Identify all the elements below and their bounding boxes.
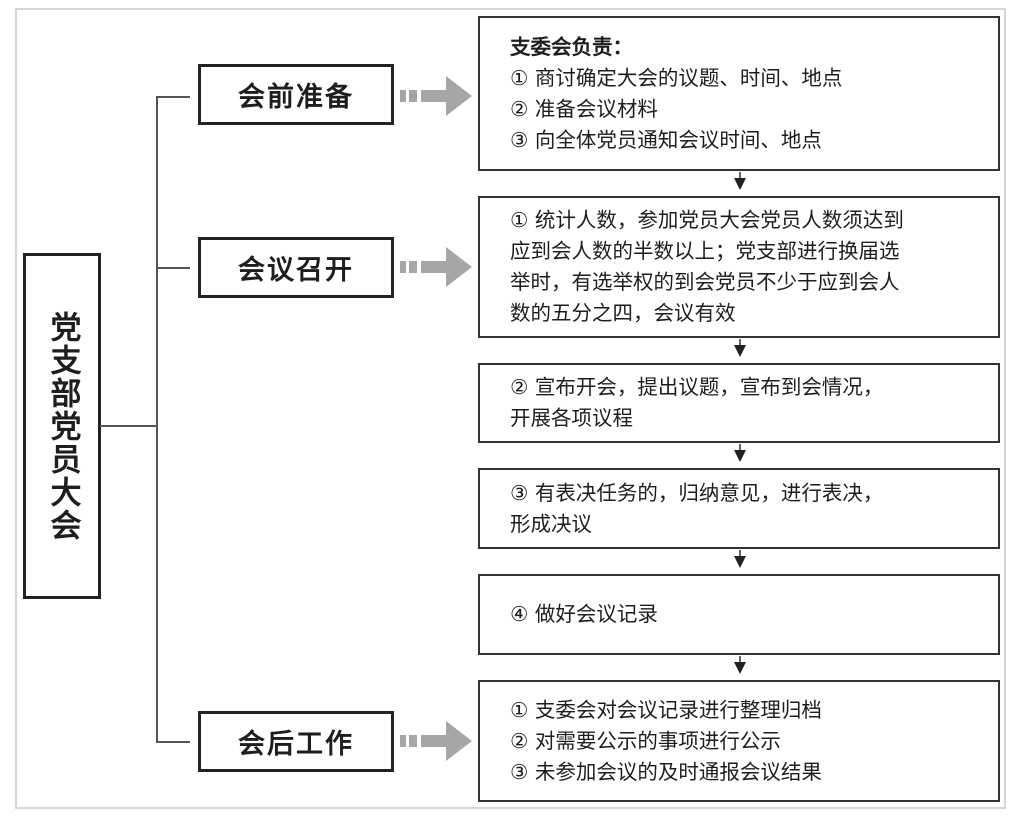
meeting-step-line: 数的五分之四，会议有效 [510, 301, 736, 325]
down-arrow-icon [734, 172, 746, 190]
meeting-step-line: ② 宣布开会，提出议题，宣布到会情况， [510, 375, 884, 399]
dashed-right-arrow-icon [400, 76, 472, 116]
meeting-step-line: 举时，有选举权的到会党员不少于应到会人 [510, 270, 900, 294]
stage-pre-meeting: 会前准备 [198, 64, 394, 125]
stage-label: 会前准备 [238, 82, 354, 113]
down-arrow-icon [734, 656, 746, 674]
pre-meeting-box: 支委会负责： ① 商讨确定大会的议题、时间、地点 ② 准备会议材料 ③ 向全体党… [478, 16, 1000, 171]
meeting-step-line: ③ 有表决任务的，归纳意见，进行表决， [510, 480, 884, 505]
meeting-step-line: ④ 做好会议记录 [510, 602, 658, 626]
pre-meeting-item: ① 商讨确定大会的议题、时间、地点 [510, 65, 843, 90]
down-arrow-icon [734, 339, 746, 357]
meeting-step-2-box: ② 宣布开会，提出议题，宣布到会情况， 开展各项议程 [478, 363, 1000, 443]
title-connector [100, 425, 158, 427]
branch-connector-meeting [156, 267, 190, 269]
post-meeting-item: ② 对需要公示的事项进行公示 [510, 728, 781, 753]
post-meeting-box: ① 支委会对会议记录进行整理归档 ② 对需要公示的事项进行公示 ③ 未参加会议的… [478, 680, 1000, 802]
meeting-step-4-box: ④ 做好会议记录 [478, 574, 1000, 655]
branch-connector-prep [156, 96, 190, 98]
down-arrow-icon [734, 444, 746, 462]
meeting-step-line: 应到会人数的半数以上；党支部进行换届选 [510, 239, 900, 263]
diagram-title: 党支部党员大会 [44, 310, 81, 542]
dashed-right-arrow-icon [400, 721, 472, 761]
diagram-title-box: 党支部党员大会 [23, 253, 101, 599]
diagram-frame [15, 8, 1006, 809]
pre-meeting-item: ③ 向全体党员通知会议时间、地点 [510, 127, 822, 152]
pre-meeting-item: ② 准备会议材料 [510, 96, 658, 121]
stage-meeting: 会议召开 [198, 237, 394, 298]
meeting-step-line: ① 统计人数，参加党员大会党员人数须达到 [510, 208, 904, 232]
stage-label: 会议召开 [238, 255, 354, 286]
dashed-right-arrow-icon [400, 247, 472, 287]
pre-meeting-heading: 支委会负责： [510, 34, 633, 59]
trunk-connector [156, 96, 158, 743]
meeting-step-3-box: ③ 有表决任务的，归纳意见，进行表决， 形成决议 [478, 468, 1000, 549]
meeting-step-1-box: ① 统计人数，参加党员大会党员人数须达到 应到会人数的半数以上；党支部进行换届选… [478, 196, 1000, 338]
branch-connector-after [156, 741, 190, 743]
post-meeting-item: ③ 未参加会议的及时通报会议结果 [510, 759, 822, 784]
down-arrow-icon [734, 550, 746, 568]
stage-label: 会后工作 [238, 729, 354, 760]
post-meeting-item: ① 支委会对会议记录进行整理归档 [510, 697, 822, 722]
stage-post-meeting: 会后工作 [198, 711, 394, 772]
meeting-step-line: 开展各项议程 [510, 406, 633, 430]
meeting-step-line: 形成决议 [510, 511, 592, 536]
